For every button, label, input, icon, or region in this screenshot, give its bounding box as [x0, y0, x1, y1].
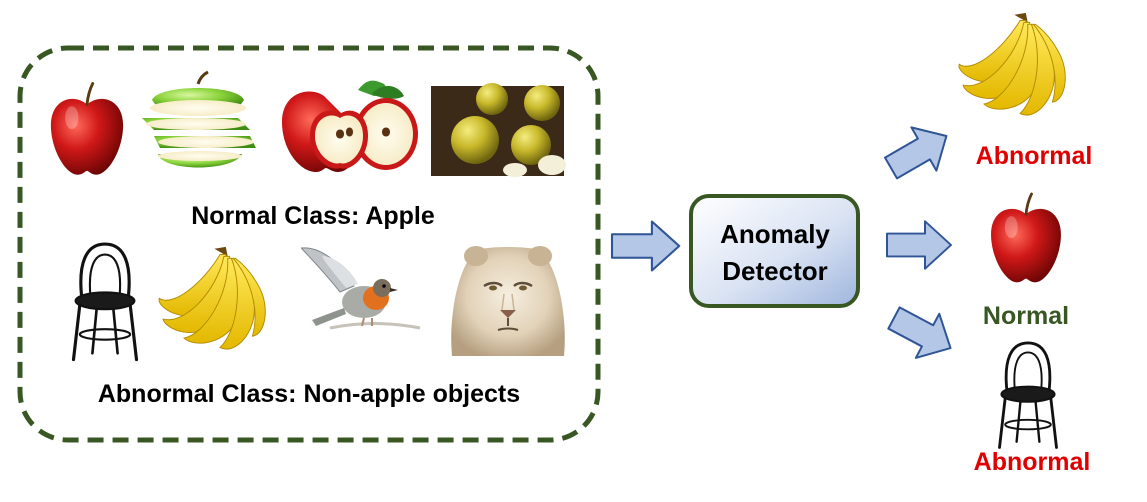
output-arrow-middle: [886, 220, 952, 270]
normal-examples-row: [49, 70, 566, 177]
detector-label-line2: Detector: [722, 256, 827, 286]
output-label-abnormal-bottom: Abnormal: [974, 448, 1091, 476]
output-label-abnormal-top: Abnormal: [976, 142, 1093, 170]
output-arrow-bottom: [881, 294, 964, 372]
red-apple-image: [49, 82, 125, 177]
detector-label-line1: Anomaly: [720, 219, 830, 249]
output-apple-image: [989, 192, 1063, 284]
lioness-image: [451, 246, 565, 356]
black-chair-image: [71, 242, 139, 362]
halved-red-apple-image: [282, 80, 418, 172]
robin-bird-image: [300, 247, 421, 330]
output-arrow-top: [877, 113, 960, 191]
training-panel-border: [17, 45, 601, 443]
output-banana-image: [958, 12, 1066, 116]
abnormal-class-label: Abnormal Class: Non-apple objects: [98, 380, 520, 408]
sliced-green-apple-image: [142, 70, 256, 168]
banana-bunch-image: [158, 246, 266, 350]
input-arrow: [610, 220, 681, 272]
output-label-normal: Normal: [983, 302, 1069, 330]
output-chair-image: [998, 341, 1058, 449]
normal-class-label: Normal Class: Apple: [191, 202, 435, 230]
anomaly-detector-box: Anomaly Detector: [689, 194, 860, 308]
yellow-apples-basket-image: [431, 83, 566, 177]
abnormal-examples-row: [71, 242, 565, 362]
